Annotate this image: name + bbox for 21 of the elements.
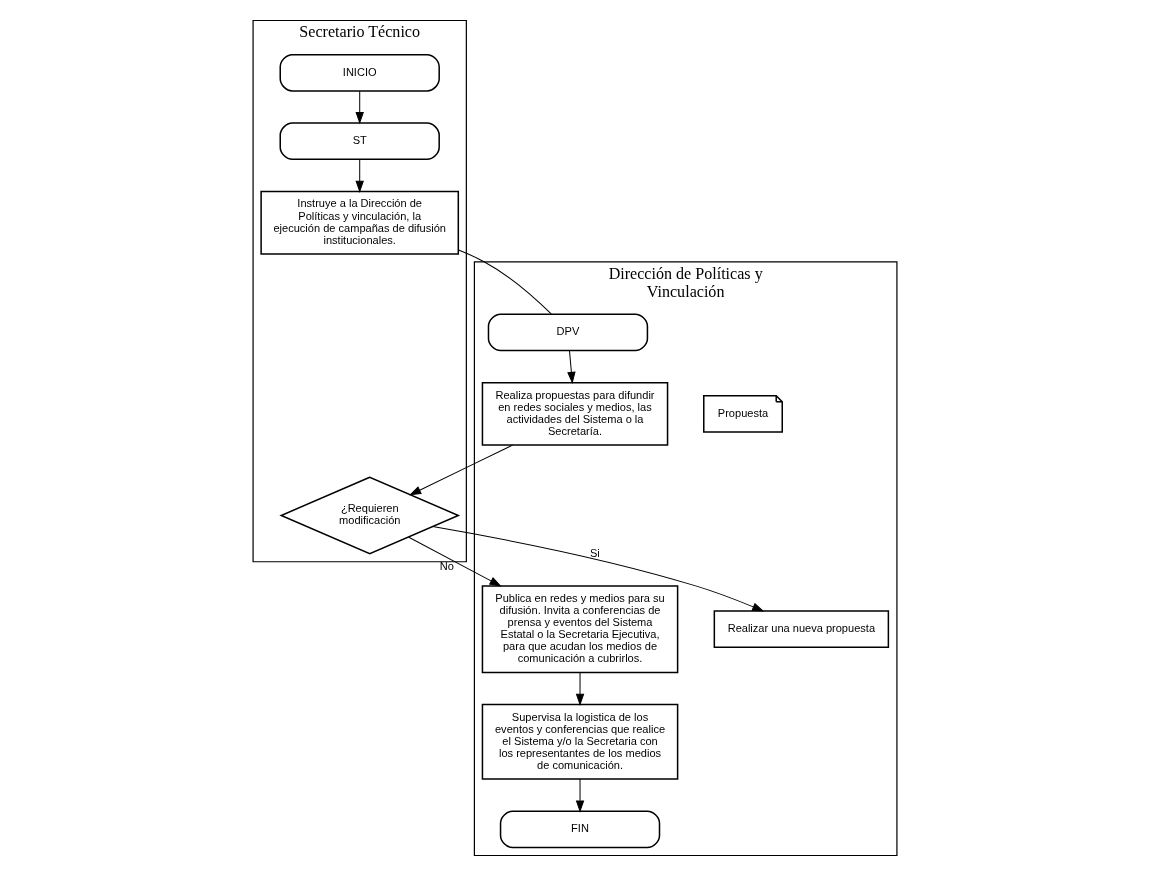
arrow	[575, 672, 584, 706]
node-box: INICIO	[278, 53, 440, 92]
connector	[457, 249, 552, 315]
node-box: Instruye a la Dirección de Políticas y vinculación, la ejecución de campañas de difusión institucionales.	[259, 190, 459, 255]
edge-label: Si	[589, 547, 600, 560]
arrow	[407, 536, 502, 587]
node-box: Supervisa la logistica de los eventos y conferencias que realice el Sistema y/o la Secretaria con los representantes de los medios de comunicación.	[481, 703, 678, 780]
node-box: Realiza propuestas para difundir en redes sociales y medios, las actividades del Sistema o la Secretaría.	[481, 381, 668, 446]
arrow	[408, 444, 513, 496]
arrow	[566, 350, 576, 385]
node-box: FIN	[499, 810, 660, 849]
arrow	[354, 90, 364, 125]
edge-label: No	[439, 560, 454, 573]
arrow	[354, 158, 364, 193]
arrow	[431, 526, 764, 612]
node-box: Realizar una nueva propuesta	[713, 610, 889, 648]
arrow	[575, 778, 584, 813]
node-diamond: ¿Requieren modificación	[278, 476, 460, 555]
node-box: DPV	[487, 313, 648, 352]
node-box: ST	[278, 122, 440, 161]
node-box: Publica en redes y medios para su difusión. Invita a conferencias de prensa y eventos del Sistema Estatal o la Secretaria Ejecutiva, para que acudan los medios de comunicación a cubrirlos.	[481, 585, 678, 674]
